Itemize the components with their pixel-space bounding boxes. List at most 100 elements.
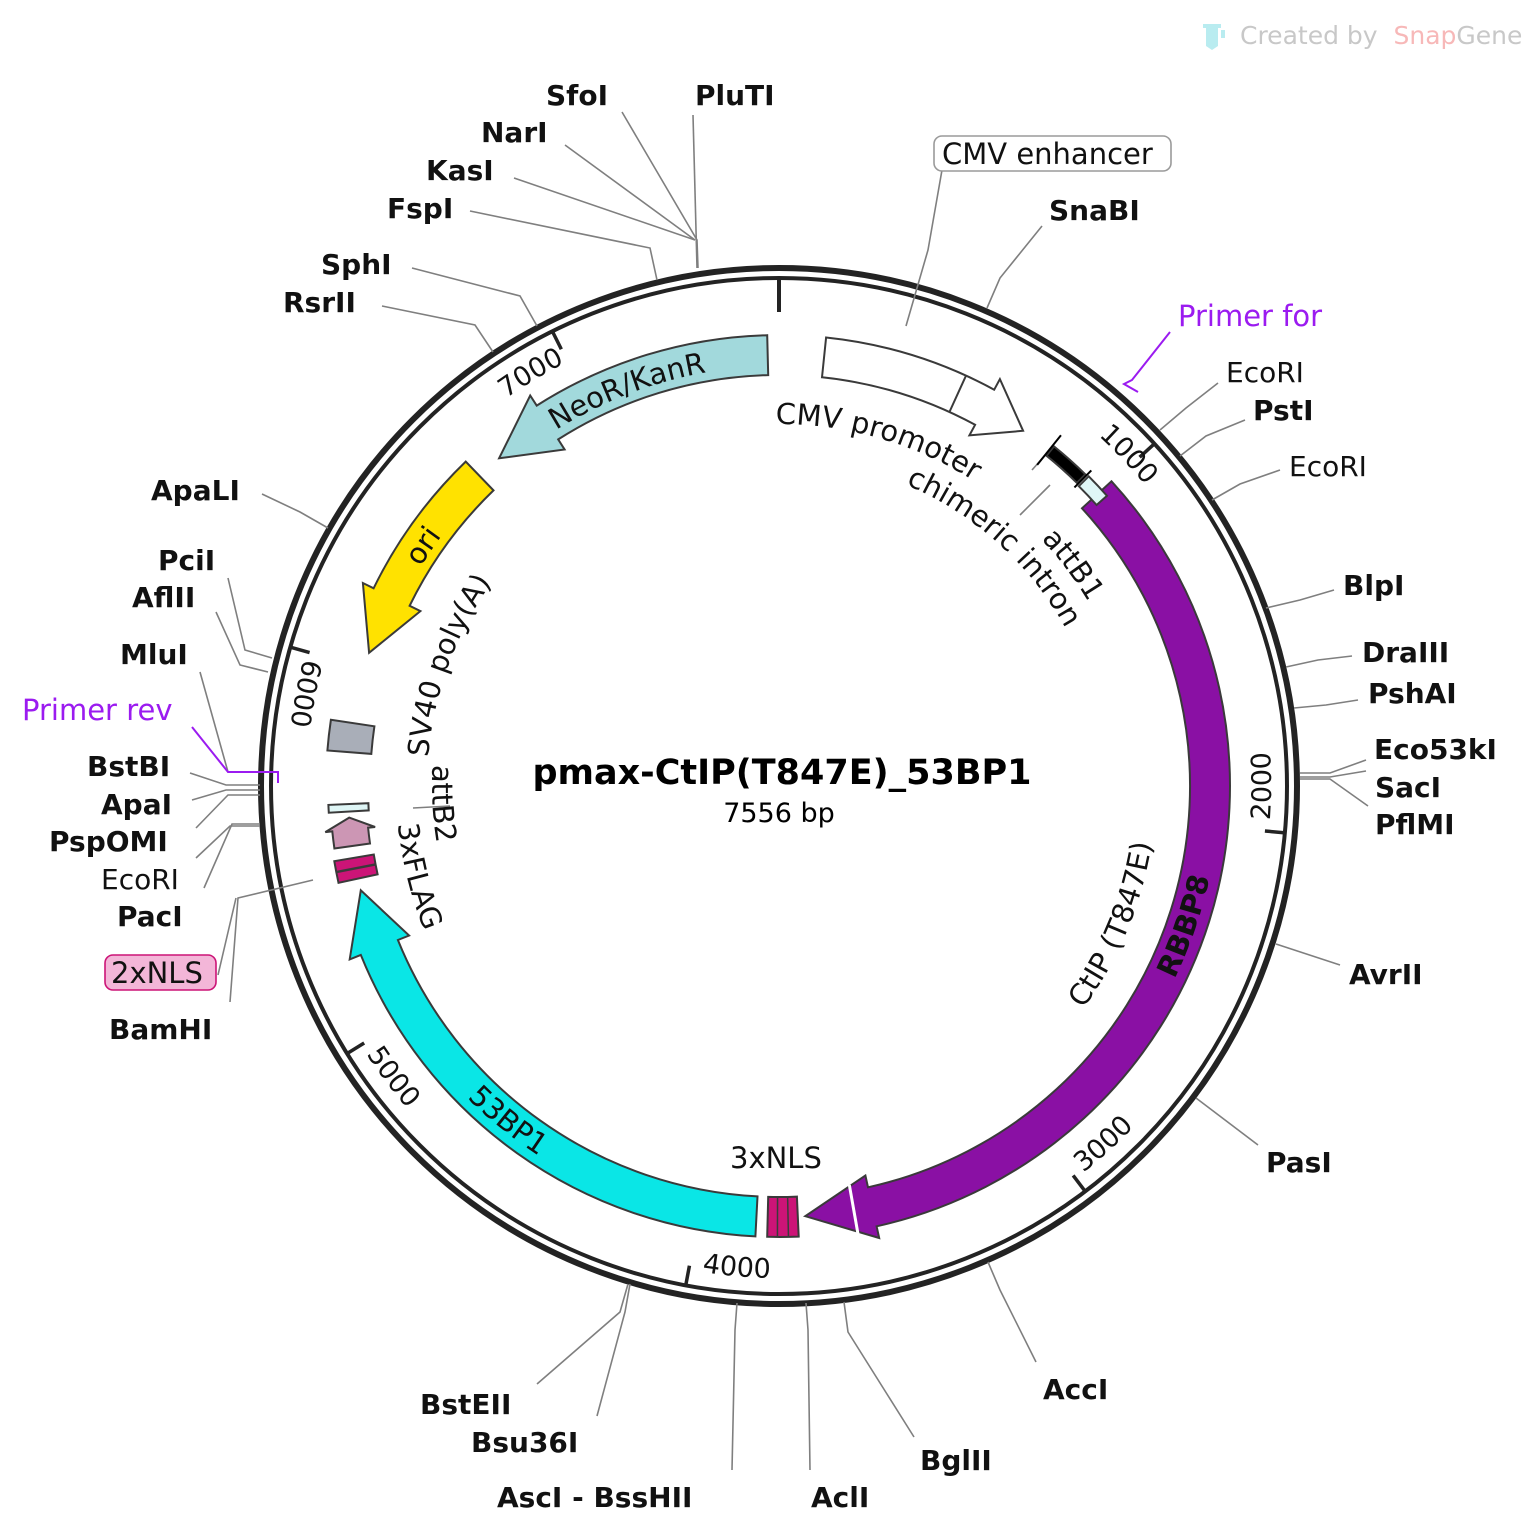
enzyme-pspomi-label[interactable]: PspOMI bbox=[49, 825, 168, 858]
enzyme-eco53ki-label[interactable]: Eco53kI bbox=[1374, 733, 1497, 766]
enzyme-draiii-leader bbox=[1285, 655, 1353, 668]
enzyme-apali-label[interactable]: ApaLI bbox=[151, 474, 240, 507]
enzyme-draiii-label[interactable]: DraIII bbox=[1362, 636, 1449, 669]
enzyme-blpi-label[interactable]: BlpI bbox=[1343, 569, 1404, 602]
enzyme-pluti-leader bbox=[692, 114, 698, 269]
enzyme-ecori-label[interactable]: EcoRI bbox=[1226, 356, 1304, 389]
enzyme-pflmi-leader bbox=[1300, 778, 1369, 807]
enzyme-rsrii-label[interactable]: RsrII bbox=[283, 286, 356, 319]
3xnls-label[interactable]: 3xNLS bbox=[730, 1141, 822, 1175]
primer-reverse-marker bbox=[191, 726, 279, 783]
enzyme-ecori-leader bbox=[1211, 469, 1281, 501]
primer-forward-label[interactable]: Primer for bbox=[1178, 299, 1322, 333]
tick-label-6000: 6000 bbox=[284, 657, 327, 729]
3xnls-stripe bbox=[786, 1196, 790, 1237]
enzyme-pcii-label[interactable]: PciI bbox=[158, 544, 215, 577]
feature-leader bbox=[905, 169, 943, 327]
tick-6000 bbox=[290, 645, 311, 655]
enzyme-paci-leader bbox=[203, 823, 260, 889]
backbone-outer-ring bbox=[258, 265, 1300, 1307]
enzyme-bstbi-label[interactable]: BstBI bbox=[87, 750, 170, 783]
2xnls-stripe bbox=[336, 863, 376, 874]
enzyme-asci-bsshii-label[interactable]: AscI - BssHII bbox=[497, 1481, 692, 1514]
enzyme-avrii-leader bbox=[1275, 943, 1341, 966]
primer-reverse-label[interactable]: Primer rev bbox=[22, 693, 172, 727]
enzyme-ecori-leader bbox=[195, 825, 260, 859]
enzyme-apai-leader bbox=[191, 789, 260, 801]
2xnls-label[interactable]: 2xNLS bbox=[104, 954, 217, 991]
enzyme-pasi-label[interactable]: PasI bbox=[1266, 1146, 1332, 1179]
enzyme-bglii-label[interactable]: BglII bbox=[920, 1444, 992, 1477]
enzyme-bsteii-label[interactable]: BstEII bbox=[420, 1388, 511, 1421]
rbbp8-feature[interactable] bbox=[802, 479, 1231, 1240]
enzyme-acli-leader bbox=[805, 1302, 811, 1471]
attb2-label-path: attB2 bbox=[425, 764, 463, 844]
enzyme-bsu36i-leader bbox=[596, 1283, 631, 1417]
sv40-polya-feature[interactable] bbox=[326, 718, 376, 755]
enzyme-saci-label[interactable]: SacI bbox=[1375, 771, 1441, 804]
enzyme-psti-leader bbox=[1179, 419, 1246, 457]
tick-7000 bbox=[551, 331, 563, 351]
enzyme-acli-label[interactable]: AclI bbox=[811, 1481, 869, 1514]
attb1-feature[interactable] bbox=[1077, 474, 1109, 507]
terminator-cap bbox=[1036, 434, 1062, 466]
svg-text:Created by SnapGene: Created by SnapGene bbox=[1240, 21, 1522, 50]
cmv-enhancer-label[interactable]: CMV enhancer bbox=[933, 135, 1172, 172]
tick-5000 bbox=[347, 1041, 366, 1055]
enzyme-sphi-leader bbox=[411, 267, 538, 327]
enzyme-apai-label[interactable]: ApaI bbox=[101, 788, 172, 821]
enzyme-bsu36i-label[interactable]: Bsu36I bbox=[471, 1426, 578, 1459]
cmv-enhancer-boundary bbox=[948, 375, 967, 413]
enzyme-ecori-label[interactable]: EcoRI bbox=[1289, 450, 1367, 483]
enzyme-snabi-leader bbox=[986, 225, 1043, 309]
feature-leader bbox=[217, 897, 237, 976]
enzyme-pluti-label[interactable]: PluTI bbox=[695, 79, 775, 112]
enzyme-paci-label[interactable]: PacI bbox=[117, 900, 183, 933]
enzyme-blpi-leader bbox=[1265, 589, 1335, 609]
primer-forward-marker bbox=[1121, 331, 1171, 393]
enzyme-avrii-label[interactable]: AvrII bbox=[1349, 958, 1423, 991]
plasmid-name: pmax-CtIP(T847E)_53BP1 bbox=[532, 753, 1031, 793]
enzyme-mlui-label[interactable]: MluI bbox=[120, 638, 188, 671]
enzyme-snabi-label[interactable]: SnaBI bbox=[1049, 194, 1140, 227]
snapgene-logo-icon bbox=[1203, 24, 1225, 50]
tick-label-2000: 2000 bbox=[1246, 751, 1278, 820]
cmv-promoter-feature[interactable] bbox=[820, 336, 1025, 437]
3xflag-feature[interactable] bbox=[324, 816, 376, 850]
enzyme-pshai-label[interactable]: PshAI bbox=[1368, 677, 1457, 710]
ori-feature[interactable] bbox=[361, 460, 495, 655]
enzyme-fspi-label[interactable]: FspI bbox=[387, 192, 453, 225]
terminator-cap bbox=[1073, 469, 1093, 489]
tick-label-2000-path: 2000 bbox=[1246, 751, 1278, 820]
enzyme-pasi-leader bbox=[1195, 1097, 1259, 1146]
enzyme-ecori-label[interactable]: EcoRI bbox=[101, 863, 179, 896]
enzyme-bamhi-label[interactable]: BamHI bbox=[109, 1013, 212, 1046]
snapgene-watermark: Created by SnapGene bbox=[1203, 21, 1522, 50]
backbone-inner-ring bbox=[269, 276, 1289, 1296]
watermark-brand-gene: Gene bbox=[1456, 21, 1522, 50]
enzyme-asci-bsshii-leader bbox=[731, 1302, 738, 1471]
terminator-feature[interactable] bbox=[1045, 444, 1087, 485]
enzyme-psti-label[interactable]: PstI bbox=[1253, 394, 1314, 427]
attb2-feature[interactable] bbox=[327, 802, 370, 814]
enzyme-pflmi-label[interactable]: PflMI bbox=[1375, 808, 1455, 841]
enzyme-nari-label[interactable]: NarI bbox=[481, 116, 548, 149]
2xnls-text: 2xNLS bbox=[111, 956, 203, 990]
enzyme-eco53ki-leader bbox=[1300, 759, 1367, 774]
3xnls-feature[interactable] bbox=[766, 1195, 800, 1238]
watermark-brand-snap: Snap bbox=[1394, 21, 1457, 50]
enzyme-acci-label[interactable]: AccI bbox=[1043, 1373, 1108, 1406]
tick-label-4000-path: 4000 bbox=[701, 1248, 771, 1285]
enzyme-sphi-label[interactable]: SphI bbox=[321, 248, 392, 281]
ctip-mutation-marker bbox=[847, 1184, 860, 1237]
neo-kanr-feature[interactable] bbox=[497, 334, 770, 460]
enzyme-sfoi-label[interactable]: SfoI bbox=[546, 79, 608, 112]
enzyme-aflii-label[interactable]: AflII bbox=[132, 581, 195, 614]
53bp1-feature[interactable] bbox=[348, 888, 759, 1238]
tick-2000 bbox=[1264, 829, 1285, 835]
feature-leader bbox=[1019, 484, 1051, 516]
enzyme-kasi-label[interactable]: KasI bbox=[426, 154, 494, 187]
watermark-prefix: Created by bbox=[1240, 21, 1378, 50]
tick-label-6000-path: 6000 bbox=[284, 657, 327, 729]
